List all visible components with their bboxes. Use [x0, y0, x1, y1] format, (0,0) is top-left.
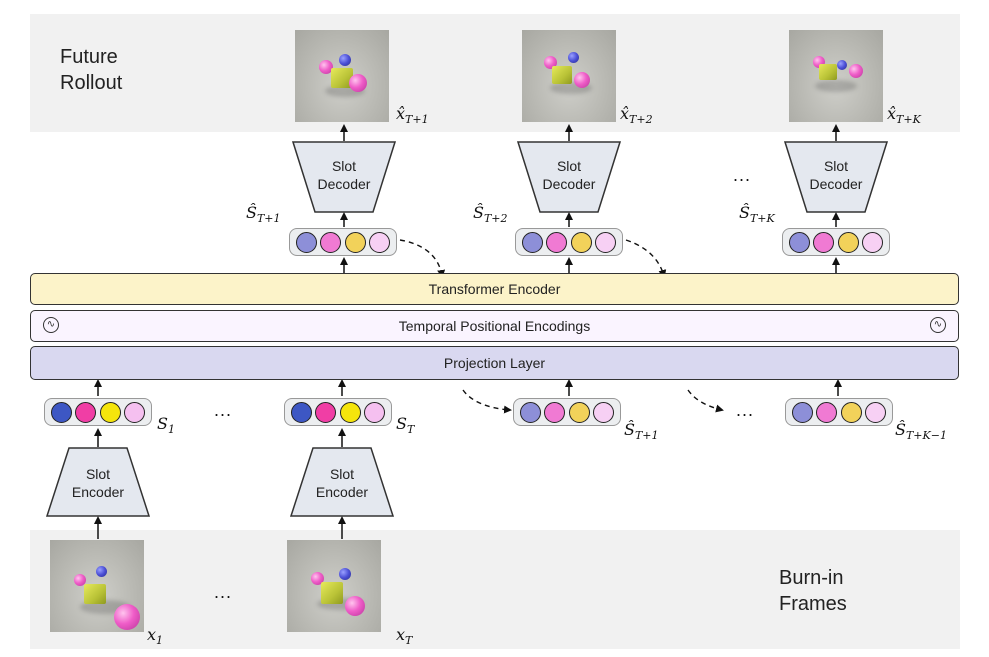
slot	[544, 401, 566, 423]
slots-st	[284, 398, 392, 426]
slots-shat-t1-input	[513, 398, 621, 426]
rollout-frame-tk-image	[789, 30, 883, 122]
slot	[592, 401, 614, 423]
predicted-slots-tk	[782, 228, 890, 256]
slot	[594, 231, 616, 253]
burn-in-title-line1: Burn-in	[779, 567, 844, 589]
sine-wave-icon-left: ∿	[43, 317, 59, 333]
slot	[344, 231, 366, 253]
sine-wave-icon-right: ∿	[930, 317, 946, 333]
top-ellipsis: ...	[733, 165, 752, 185]
slot	[296, 231, 318, 253]
slot	[51, 401, 73, 423]
future-rollout-title-line1: Future	[60, 46, 118, 68]
slot	[291, 401, 313, 423]
dashed-gap-2	[625, 239, 667, 278]
dashed-into-shat1	[462, 389, 512, 414]
label-shat-t1-bottom: ŜT+1	[624, 420, 659, 443]
label-xt: xT	[396, 625, 413, 648]
slots-ellipsis: ...	[214, 400, 233, 420]
slot	[75, 401, 97, 423]
label-shat-tk1-bottom: ŜT+K−1	[895, 420, 947, 443]
dashed-gap-1	[399, 239, 446, 278]
rollout-frame-t1-image	[295, 30, 389, 122]
slot	[861, 231, 883, 253]
slots-shat-tk1-input	[785, 398, 893, 426]
burn-in-frame-t-image	[287, 540, 381, 632]
burn-in-frame-1-image	[50, 540, 144, 632]
slot	[339, 401, 361, 423]
slot	[320, 231, 342, 253]
projection-layer-bar: Projection Layer	[30, 346, 959, 380]
slot	[813, 231, 835, 253]
transformer-encoder-bar: Transformer Encoder	[30, 273, 959, 305]
burn-in-frames-band	[30, 530, 960, 649]
projection-layer-label: Projection Layer	[443, 355, 546, 371]
transformer-encoder-label: Transformer Encoder	[428, 281, 561, 297]
slots-s1	[44, 398, 152, 426]
label-shat-t2-top: ŜT+2	[473, 203, 508, 226]
slot	[792, 401, 814, 423]
burn-in-title-line2: Frames	[779, 593, 847, 615]
rollout-frame-t2-image	[522, 30, 616, 122]
predicted-slots-t1	[289, 228, 397, 256]
label-xhat-t1: x̂T+1	[396, 104, 429, 127]
slot	[789, 231, 811, 253]
temporal-encodings-label: Temporal Positional Encodings	[398, 318, 591, 334]
slot	[570, 231, 592, 253]
slot	[368, 231, 390, 253]
future-rollout-title-line2: Rollout	[60, 72, 123, 94]
frames-ellipsis: ...	[214, 582, 233, 602]
label-xhat-tk: x̂T+K	[887, 104, 921, 127]
slot	[840, 401, 862, 423]
slot	[123, 401, 145, 423]
label-shat-t1-top: ŜT+1	[246, 203, 281, 226]
label-s1: S1	[157, 414, 175, 437]
label-st: ST	[396, 414, 415, 437]
slot	[520, 401, 542, 423]
dashed-into-dots	[687, 389, 724, 413]
prediction-ellipsis: ...	[736, 400, 755, 420]
slot	[315, 401, 337, 423]
slot	[864, 401, 886, 423]
slot	[363, 401, 385, 423]
slot	[568, 401, 590, 423]
slot	[99, 401, 121, 423]
slot	[522, 231, 544, 253]
label-x1: x1	[147, 625, 164, 648]
future-rollout-title: Future Rollout	[60, 44, 122, 96]
temporal-positional-encodings-bar: Temporal Positional Encodings ∿ ∿	[30, 310, 959, 342]
label-shat-tk-top: ŜT+K	[739, 203, 775, 226]
slot	[837, 231, 859, 253]
slot	[816, 401, 838, 423]
burn-in-frames-title: Burn-in Frames	[779, 565, 847, 617]
slot	[546, 231, 568, 253]
predicted-slots-t2	[515, 228, 623, 256]
label-xhat-t2: x̂T+2	[620, 104, 653, 127]
